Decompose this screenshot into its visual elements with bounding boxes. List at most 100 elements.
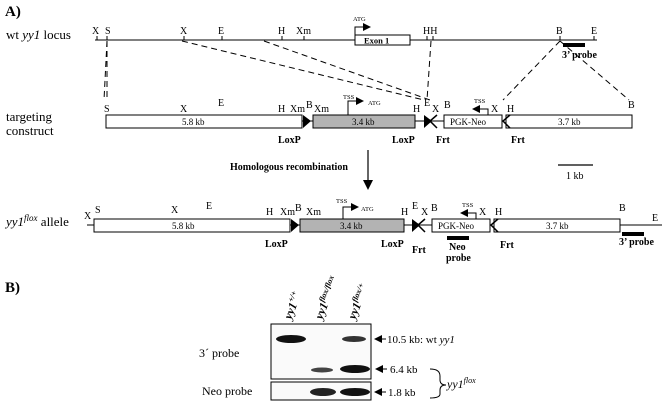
- lane-header: yy1flox/flox: [310, 274, 341, 323]
- band-size-label: 6.4 kb: [390, 364, 418, 376]
- loxp-icon: [424, 115, 432, 128]
- flox-bracket: [429, 368, 447, 399]
- arm-5-8kb-label: 5.8 kb: [182, 117, 205, 127]
- neo-probe-label: probe: [446, 253, 471, 264]
- probe-row-label: Neo probe: [202, 384, 252, 398]
- site-H: H: [413, 104, 420, 115]
- site-X: X: [180, 26, 188, 37]
- site-B: B: [619, 203, 626, 214]
- targeting-label-line1: targeting: [6, 109, 52, 124]
- site-X: X: [491, 104, 499, 115]
- bracket-label: yy1flox: [446, 376, 476, 391]
- site-H: H: [278, 104, 285, 115]
- probe-row-label: 3´ probe: [199, 346, 239, 360]
- probe-3-label: 3’ probe: [619, 237, 654, 248]
- site-X: X: [421, 207, 429, 218]
- arm-3-7kb-box: [505, 114, 633, 129]
- band-arrow-icon: [374, 388, 382, 396]
- arm-5-8kb-label: 5.8 kb: [172, 221, 195, 231]
- band-6-4kb: [311, 367, 333, 373]
- loxp-icon: [303, 115, 311, 128]
- targeting-construct-map: targeting construct 5.8 kb 3.4 kb PGK-Ne…: [6, 94, 635, 182]
- site-X: X: [180, 104, 188, 115]
- flox-allele-map: yy1flox allele 5.8 kb 3.4 kb PGK-Neo 3.7…: [4, 198, 662, 264]
- site-X: X: [84, 211, 92, 222]
- site-B: B: [431, 203, 438, 214]
- atg-label: ATG: [368, 100, 381, 107]
- lane-headers: yy1+/+ yy1flox/flox yy1flox/+: [279, 274, 371, 323]
- down-arrow-icon: [363, 180, 373, 190]
- frt-icon: [428, 114, 438, 129]
- site-B: B: [628, 100, 635, 111]
- band-1-8kb: [310, 388, 336, 396]
- frt-icon: [489, 218, 499, 233]
- loxp-icon: [291, 219, 299, 232]
- band-6-4kb: [340, 365, 370, 373]
- probe-3-label: 3’ probe: [562, 50, 597, 61]
- site-E: E: [652, 213, 658, 224]
- site-S: S: [105, 26, 111, 37]
- site-E: E: [591, 26, 597, 37]
- site-S: S: [95, 205, 101, 216]
- site-H: H: [495, 207, 502, 218]
- loxp-icon: [412, 219, 420, 232]
- site-B: B: [306, 100, 313, 111]
- site-B: B: [444, 100, 451, 111]
- tss-label: TSS: [343, 94, 355, 101]
- site-E: E: [424, 98, 430, 109]
- band-1-8kb: [340, 388, 370, 396]
- band-size-label: 10.5 kb: wt yy1: [387, 334, 455, 346]
- scale-label: 1 kb: [566, 171, 584, 182]
- neo-probe-bar: [447, 236, 469, 240]
- site-Xm: Xm: [306, 207, 321, 218]
- panel-a-label: A): [5, 4, 21, 20]
- band-arrow-icon: [374, 335, 382, 343]
- wt-locus-label: wt yy1 locus: [6, 27, 71, 42]
- neo-probe-label: Neo: [449, 242, 466, 253]
- site-X: X: [479, 207, 487, 218]
- frt-icon: [501, 114, 511, 129]
- site-E: E: [218, 98, 224, 109]
- homologous-recombination-label: Homologous recombination: [230, 162, 348, 173]
- site-Xm: Xm: [280, 207, 295, 218]
- flox-allele-label: yy1flox allele: [4, 213, 69, 229]
- atg-arrow-icon: [354, 26, 364, 35]
- arm-3-7kb-label: 3.7 kb: [546, 221, 569, 231]
- site-H: H: [278, 26, 285, 37]
- tss-label: TSS: [336, 198, 348, 205]
- band-10-5kb: [276, 335, 306, 343]
- pgk-neo-label: PGK-Neo: [450, 117, 486, 127]
- band-10-5kb: [342, 336, 366, 342]
- site-H: H: [507, 104, 514, 115]
- probe-3-bar: [563, 43, 585, 47]
- site-B: B: [295, 203, 302, 214]
- arm-3-7kb-label: 3.7 kb: [558, 117, 581, 127]
- atg-label: ATG: [353, 16, 366, 23]
- loxp-label: LoxP: [265, 239, 288, 250]
- site-E: E: [412, 201, 418, 212]
- band-arrow-icon: [375, 365, 383, 373]
- site-Xm: Xm: [296, 26, 311, 37]
- site-Xm: Xm: [290, 104, 305, 115]
- tss-label: TSS: [474, 98, 486, 105]
- site-B: B: [556, 26, 563, 37]
- site-HH: HH: [423, 26, 437, 37]
- loxp-label: LoxP: [392, 135, 415, 146]
- frt-label: Frt: [511, 135, 526, 146]
- lane-header: yy1flox/+: [343, 281, 371, 323]
- lane-header: yy1+/+: [279, 289, 304, 323]
- loxp-label: LoxP: [278, 135, 301, 146]
- site-S: S: [104, 104, 110, 115]
- probe-3-bar: [622, 232, 644, 236]
- band-size-label: 1.8 kb: [388, 387, 416, 399]
- frt-label: Frt: [436, 135, 451, 146]
- site-E: E: [206, 201, 212, 212]
- panel-b-label: B): [5, 280, 20, 296]
- site-X: X: [92, 26, 100, 37]
- site-H: H: [401, 207, 408, 218]
- exon1-label: Exon 1: [364, 36, 389, 46]
- loxp-label: LoxP: [381, 239, 404, 250]
- atg-label: ATG: [361, 206, 374, 213]
- insert-3-4kb-label: 3.4 kb: [340, 221, 363, 231]
